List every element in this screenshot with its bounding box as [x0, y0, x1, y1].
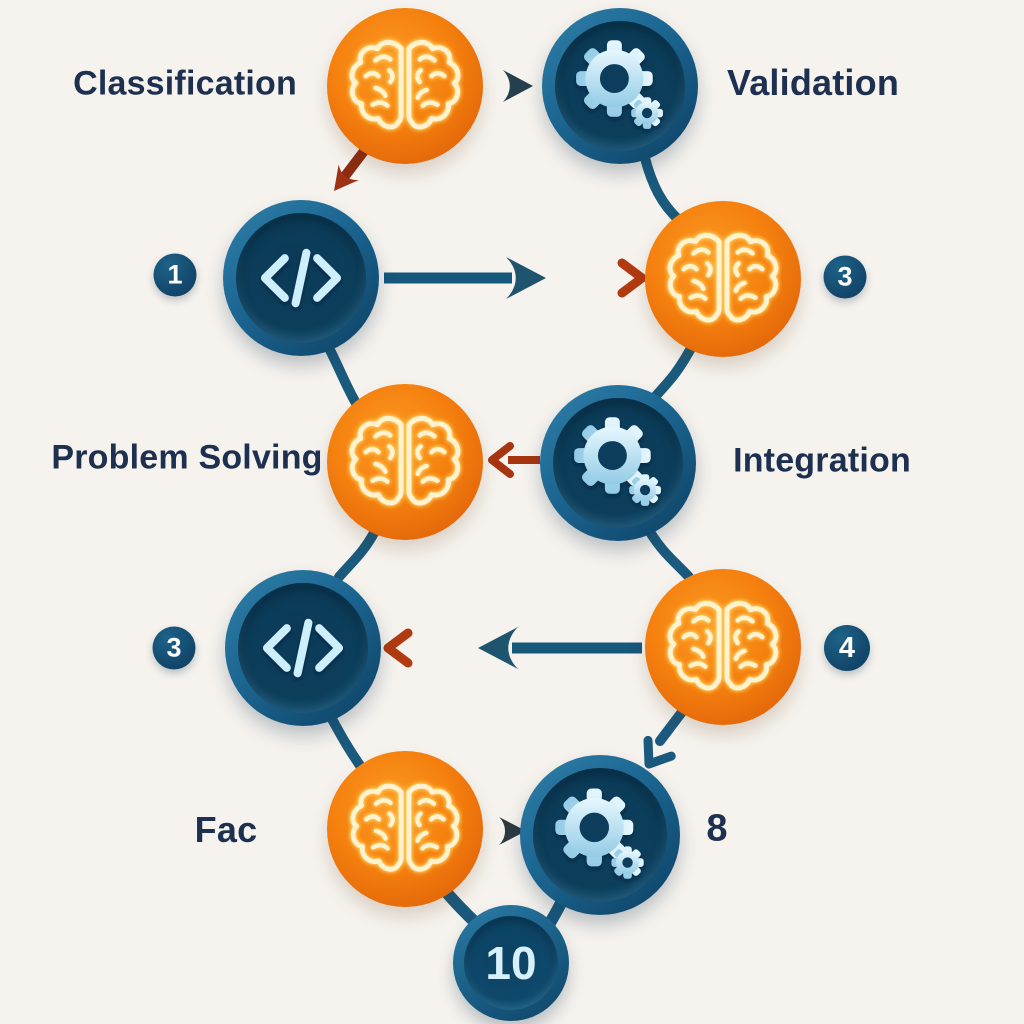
node-inner: [238, 583, 368, 713]
brain-icon: [346, 27, 464, 145]
code-icon: [249, 594, 357, 702]
label-integration: Integration: [733, 441, 911, 480]
arrow-brain-to-gear-bottom: [482, 817, 526, 845]
node-brain-bottom: [327, 751, 483, 907]
label-eight: 8: [706, 807, 728, 850]
node-ten: 10: [453, 905, 569, 1021]
badge-1: 1: [153, 253, 197, 297]
label-classification: Classification: [73, 64, 297, 103]
badge-3-left: 3: [152, 626, 196, 670]
brain-icon: [347, 771, 463, 887]
gear-icon: [564, 30, 676, 142]
badge-3-right: 3: [823, 255, 867, 299]
label-fac: Fac: [194, 809, 258, 850]
arrow-brain-to-gear-diagonal: [643, 707, 687, 769]
node-inner: [553, 398, 683, 528]
arrow-brain-to-code-long: [383, 627, 642, 669]
node-brain-mid3: [645, 569, 801, 725]
brain-icon: [346, 403, 464, 521]
arrow-brain-to-gear-top: [482, 70, 533, 102]
label-problem-solving: Problem Solving: [51, 438, 323, 477]
node-gear-mid2: [540, 385, 696, 541]
node-gear-bottom: [520, 755, 680, 915]
node-code-mid3: [225, 570, 381, 726]
link-curves: [325, 153, 695, 929]
node-inner: [236, 213, 366, 343]
node-code-mid1: [223, 200, 379, 356]
node-brain-mid1: [645, 201, 801, 357]
label-validation: Validation: [726, 62, 900, 103]
brain-icon: [664, 220, 782, 338]
node-gear-top: [542, 8, 698, 164]
node-inner: [533, 768, 667, 902]
node-inner: [555, 21, 685, 151]
gear-icon: [562, 407, 674, 519]
gear-icon: [543, 778, 657, 892]
node-brain-top: [327, 8, 483, 164]
arrow-code-to-brain-long: [384, 257, 647, 299]
ten-number: 10: [464, 916, 558, 1010]
arrow-gear-to-brain-left: [488, 442, 540, 478]
brain-icon: [664, 588, 782, 706]
code-icon: [247, 224, 355, 332]
node-brain-mid2: [327, 384, 483, 540]
badge-4: 4: [824, 625, 870, 671]
